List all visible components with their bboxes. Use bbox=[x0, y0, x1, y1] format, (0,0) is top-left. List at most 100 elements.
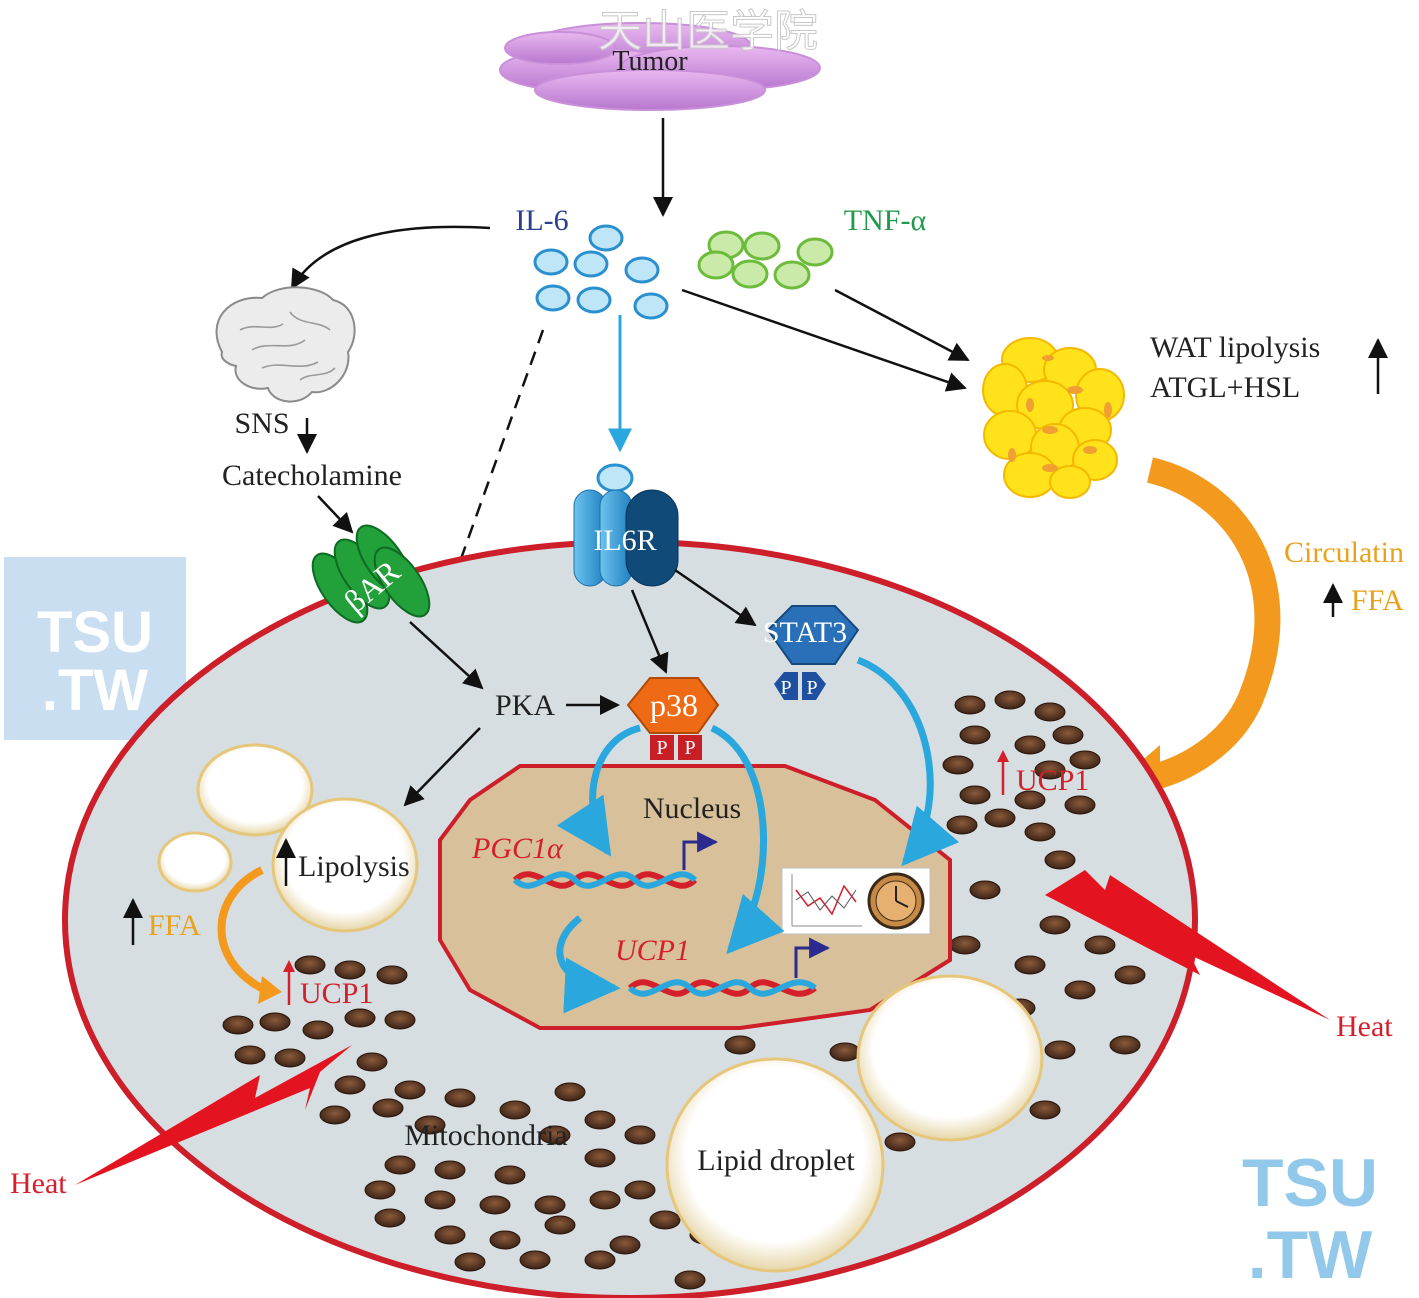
mitochondrion bbox=[444, 1088, 476, 1108]
mitochondrion bbox=[959, 785, 991, 805]
mitochondrion bbox=[384, 1155, 416, 1175]
il6r-label: IL6R bbox=[593, 524, 656, 557]
lipid-droplet-large-1 bbox=[856, 974, 1044, 1142]
mitochondrion bbox=[589, 1190, 621, 1210]
mitochondrion bbox=[1064, 980, 1096, 1000]
mitochondrion bbox=[1014, 955, 1046, 975]
circulating-label: Circulatin bbox=[1284, 536, 1404, 569]
lipid-droplet-large-2 bbox=[665, 1057, 885, 1273]
mitochondrion bbox=[234, 1045, 266, 1065]
il6-label: IL-6 bbox=[515, 204, 568, 237]
wat-nuclei bbox=[1008, 355, 1112, 472]
mitochondrion bbox=[544, 1215, 576, 1235]
mitochondrion bbox=[1114, 965, 1146, 985]
mitochondrion bbox=[274, 1048, 306, 1068]
lipid-droplet-lipolysis bbox=[271, 797, 419, 933]
mitochondrion bbox=[494, 1165, 526, 1185]
stat3-p1: P bbox=[780, 677, 791, 699]
mitochondrion bbox=[959, 725, 991, 745]
mitochondrion bbox=[259, 1012, 291, 1032]
ucp1-gene-label: UCP1 bbox=[615, 934, 690, 967]
il6-receptor bbox=[573, 463, 679, 587]
atgl-hsl-label: ATGL+HSL bbox=[1150, 371, 1300, 404]
mitochondrion bbox=[554, 1082, 586, 1102]
tnf-alpha-molecules bbox=[697, 230, 834, 290]
mitochondrion bbox=[1069, 750, 1101, 770]
mitochondrion bbox=[624, 1180, 656, 1200]
mitochondrion bbox=[1014, 735, 1046, 755]
p38-p2: P bbox=[684, 737, 695, 759]
mitochondrion bbox=[1034, 760, 1066, 780]
pgc1a-label: PGC1α bbox=[471, 832, 564, 865]
stat3-label: STAT3 bbox=[763, 616, 847, 649]
mitochondrion bbox=[946, 815, 978, 835]
ucp1-right-label: UCP1 bbox=[1016, 764, 1089, 797]
mitochondrion bbox=[1052, 725, 1084, 745]
mitochondrion bbox=[222, 1015, 254, 1035]
mitochondrion bbox=[1064, 795, 1096, 815]
heat-left-label: Heat bbox=[10, 1167, 67, 1200]
stat3-protein bbox=[766, 605, 860, 665]
mitochondrion bbox=[1034, 702, 1066, 722]
stat3-phospho-groups: P P bbox=[774, 672, 826, 700]
white-adipose-tissue bbox=[982, 337, 1125, 499]
arrow-pgc1a-to-ucp1 bbox=[556, 915, 621, 1014]
arrow-bar-to-pka bbox=[409, 621, 484, 690]
mitochondrion bbox=[499, 1100, 531, 1120]
lipolysis-label: Lipolysis bbox=[298, 850, 410, 883]
mitochondrion bbox=[372, 1098, 404, 1118]
mitochondrion bbox=[624, 1125, 656, 1145]
ucp1-gene-dna bbox=[627, 979, 817, 997]
mitochondrion bbox=[584, 1148, 616, 1168]
circadian-inset bbox=[781, 867, 931, 935]
lipid-droplets bbox=[157, 743, 1044, 1273]
mitochondrion bbox=[434, 1160, 466, 1180]
p38-label: p38 bbox=[650, 687, 698, 723]
arrow-il6r-to-stat3 bbox=[674, 568, 757, 627]
tumor-label: Tumor bbox=[612, 46, 688, 77]
tumor-cells bbox=[499, 22, 821, 111]
mitochondria-group bbox=[222, 690, 1146, 1290]
mitochondrion bbox=[319, 1105, 351, 1125]
catecholamine-label: Catecholamine bbox=[222, 459, 402, 492]
heat-bolt-left bbox=[75, 1045, 352, 1185]
mitochondrion bbox=[949, 935, 981, 955]
mitochondrion bbox=[1084, 935, 1116, 955]
mitochondrion bbox=[489, 1230, 521, 1250]
watermark-right-line1: TSU bbox=[1242, 1145, 1378, 1221]
arrow-il6-to-wat bbox=[681, 288, 967, 392]
mitochondrion bbox=[984, 808, 1016, 828]
mitochondrion bbox=[1014, 790, 1046, 810]
wat-lipolysis-label: WAT lipolysis bbox=[1150, 331, 1320, 364]
mitochondrion bbox=[1039, 915, 1071, 935]
pgc1a-gene-dna bbox=[512, 871, 698, 889]
watermark-left: TSU .TW bbox=[4, 557, 186, 740]
mitochondrion bbox=[724, 1035, 756, 1055]
mitochondria-label: Mitochondria bbox=[404, 1119, 567, 1152]
mitochondrion bbox=[584, 1250, 616, 1270]
mitochondrion bbox=[302, 1020, 334, 1040]
arrow-tnf-to-wat bbox=[834, 288, 970, 362]
mitochondrion bbox=[1044, 850, 1076, 870]
mitochondrion bbox=[384, 1010, 416, 1030]
mitochondrion bbox=[1044, 1040, 1076, 1060]
mitochondrion bbox=[829, 1042, 861, 1062]
arrow-ffa-to-ucp1-left-head bbox=[258, 976, 282, 1004]
heat-right-label: Heat bbox=[1336, 1010, 1393, 1043]
watermark-right-line2: .TW bbox=[1248, 1217, 1373, 1293]
sns-label: SNS bbox=[234, 407, 289, 440]
beta-adrenergic-receptor bbox=[311, 524, 431, 624]
lipid-droplet-small-1 bbox=[196, 743, 314, 837]
mitochondrion bbox=[994, 690, 1026, 710]
watermark-top: 天山医学院 bbox=[598, 7, 818, 56]
arrow-pka-to-lipolysis bbox=[403, 727, 481, 807]
mitochondrion bbox=[884, 1132, 916, 1152]
mitochondrion bbox=[969, 880, 1001, 900]
mitochondrion bbox=[356, 1052, 388, 1072]
arrow-il6-to-brain bbox=[290, 225, 491, 290]
p38-protein bbox=[626, 677, 720, 734]
mitochondrion bbox=[376, 965, 408, 985]
mitochondrion bbox=[434, 1225, 466, 1245]
mitochondrion bbox=[394, 1080, 426, 1100]
